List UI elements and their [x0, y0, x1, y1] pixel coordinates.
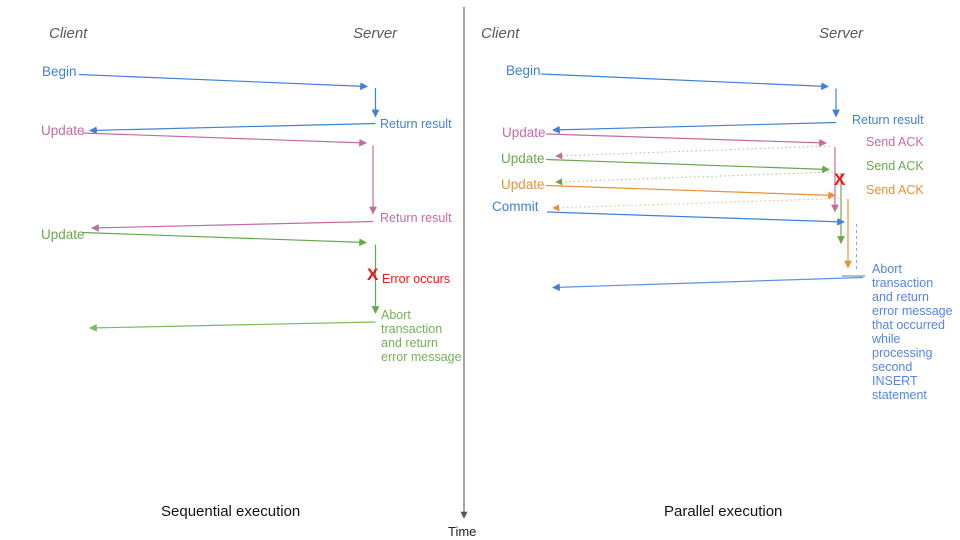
par-commit-request-arrow: [546, 211, 845, 226]
par-update3-ack-arrow: [552, 197, 840, 212]
seq-client-header: Client: [49, 25, 88, 42]
par-ack3-label: Send ACK: [866, 183, 924, 197]
par-update1-label: Update: [502, 125, 546, 140]
seq-error-label: Error occurs: [382, 272, 451, 286]
par-begin-return-label: Return result: [852, 113, 924, 127]
seq-update1-return-arrow: [91, 220, 374, 232]
par-update2-ack-arrow: [555, 171, 834, 186]
seq-update2-request-arrow: [81, 231, 367, 247]
par-client-header: Client: [481, 25, 520, 42]
time-axis-label: Time: [448, 524, 477, 539]
seq-abort-return-arrow: [89, 321, 376, 332]
par-abort-return-arrow: [552, 276, 864, 292]
seq-update2-label: Update: [41, 227, 85, 242]
seq-begin-request-arrow: [78, 73, 368, 91]
par-update1-ack-arrow: [555, 145, 831, 160]
par-server-header: Server: [819, 25, 864, 42]
par-begin-return-arrow: [552, 121, 837, 134]
seq-begin-return-arrow: [89, 122, 376, 135]
seq-update1-return-label: Return result: [380, 211, 452, 225]
par-update2-label: Update: [501, 151, 545, 166]
seq-update1-request-arrow: [81, 132, 367, 147]
seq-abort-note: Abort transaction and return error messa…: [381, 308, 462, 364]
seq-server-header: Server: [353, 25, 398, 42]
par-arrows: [540, 73, 865, 292]
par-begin-request-arrow: [540, 73, 829, 91]
par-update3-request-arrow: [545, 184, 836, 200]
seq-begin-return-label: Return result: [380, 117, 452, 131]
seq-error-x-icon: X: [367, 265, 379, 284]
seq-update1-label: Update: [41, 123, 85, 138]
par-caption: Parallel execution: [664, 503, 783, 520]
par-ack1-label: Send ACK: [866, 135, 924, 149]
par-update2-request-arrow: [545, 158, 830, 174]
par-update1-request-arrow: [545, 133, 827, 147]
par-error-x-icon: X: [834, 170, 846, 189]
par-ack2-label: Send ACK: [866, 159, 924, 173]
seq-caption: Sequential execution: [161, 503, 301, 520]
seq-begin-label: Begin: [42, 64, 77, 79]
par-abort-note: Abort transaction and return error messa…: [872, 262, 953, 402]
par-commit-label: Commit: [492, 199, 539, 214]
par-begin-label: Begin: [506, 63, 541, 78]
seq-arrows: [78, 73, 380, 332]
par-update3-label: Update: [501, 177, 545, 192]
